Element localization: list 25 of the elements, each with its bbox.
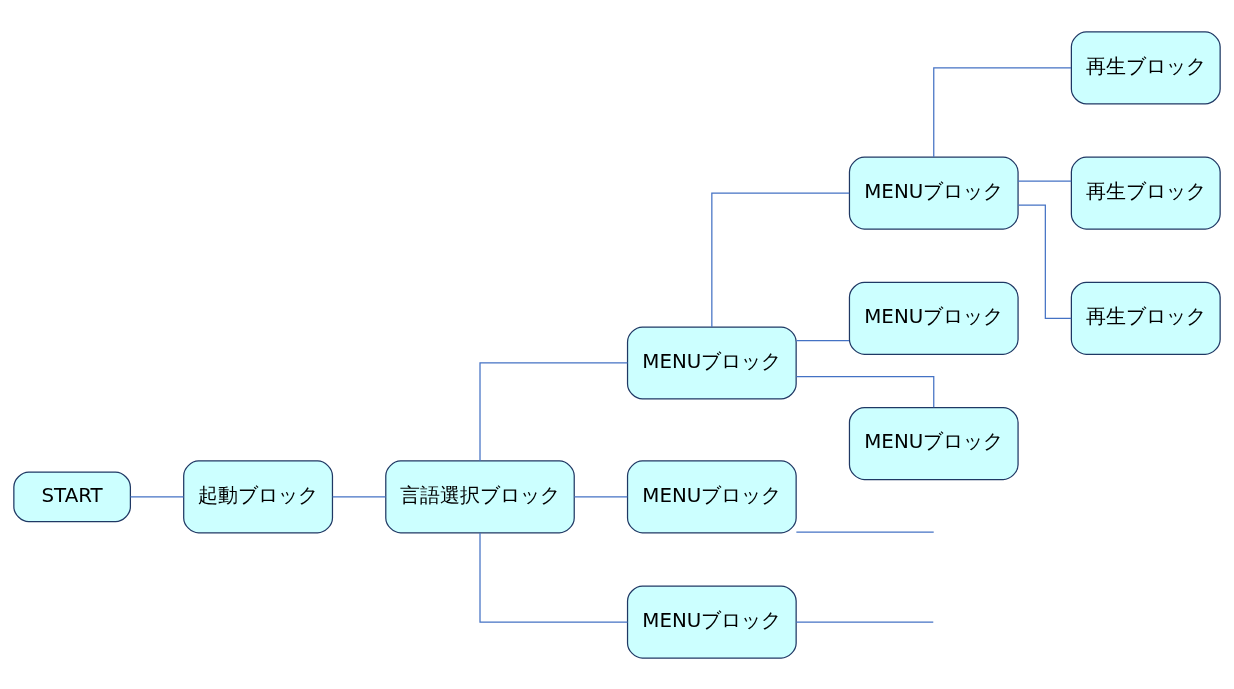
connector bbox=[795, 375, 935, 408]
node-box: 再生ブロック bbox=[1070, 30, 1221, 104]
connector bbox=[933, 66, 1072, 158]
connector bbox=[795, 620, 934, 623]
node-box: MENUブロック bbox=[626, 325, 797, 400]
node-box: 再生ブロック bbox=[1070, 281, 1221, 355]
node-box: 言語選択ブロック bbox=[385, 459, 575, 533]
connector bbox=[795, 339, 850, 341]
connector bbox=[129, 495, 185, 497]
connector bbox=[1017, 204, 1072, 319]
node-box: MENUブロック bbox=[848, 281, 1019, 355]
node-box: START bbox=[13, 470, 131, 522]
connector bbox=[711, 192, 850, 328]
node-box: MENUブロック bbox=[626, 585, 797, 659]
connector bbox=[1017, 180, 1072, 182]
node-box: MENUブロック bbox=[626, 459, 797, 533]
connector bbox=[332, 495, 387, 497]
node-box: MENUブロック bbox=[848, 156, 1019, 230]
node-box: 起動ブロック bbox=[183, 459, 334, 533]
connector bbox=[573, 495, 628, 497]
connector bbox=[479, 531, 629, 623]
connector bbox=[795, 531, 935, 533]
connector bbox=[479, 361, 629, 461]
node-box: 再生ブロック bbox=[1070, 156, 1221, 230]
node-box: MENUブロック bbox=[848, 406, 1019, 480]
